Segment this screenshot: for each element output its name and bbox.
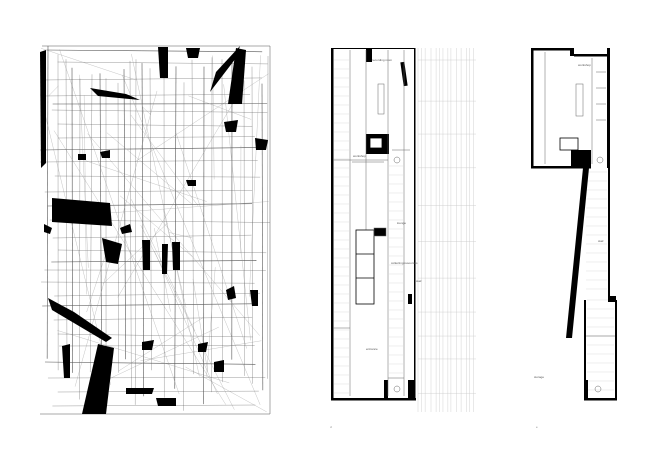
plan-right-labels: workshop stair storage e: [534, 63, 604, 429]
label-workshop: workshop: [353, 154, 366, 158]
label-entrance: entrance: [366, 347, 378, 351]
label-collecting-resources: collecting resources: [391, 261, 418, 265]
label-stair: stair: [598, 239, 604, 243]
collage-panel: [40, 45, 271, 415]
label-storage: storage: [534, 375, 544, 379]
plan-middle-panel: recording room workshop lounge collectin…: [330, 48, 476, 429]
label-lounge: lounge: [397, 221, 406, 225]
plan-right-walls: [531, 48, 617, 401]
plan-middle-interior: [333, 50, 410, 396]
page-number: e: [536, 425, 538, 429]
label-stair: stair: [416, 279, 422, 283]
plan-middle-labels: recording room workshop lounge collectin…: [330, 58, 422, 429]
collage-linework: [40, 45, 271, 415]
page-number: d: [330, 425, 332, 429]
label-recording-room: recording room: [372, 58, 393, 62]
plan-right-panel: workshop stair storage e: [531, 48, 617, 429]
label-workshop: workshop: [578, 63, 591, 67]
plan-right-interior: [544, 52, 615, 393]
elevation-strip: [417, 48, 476, 412]
collage-solid-shapes: [40, 46, 268, 414]
stair-treads: [334, 59, 403, 394]
